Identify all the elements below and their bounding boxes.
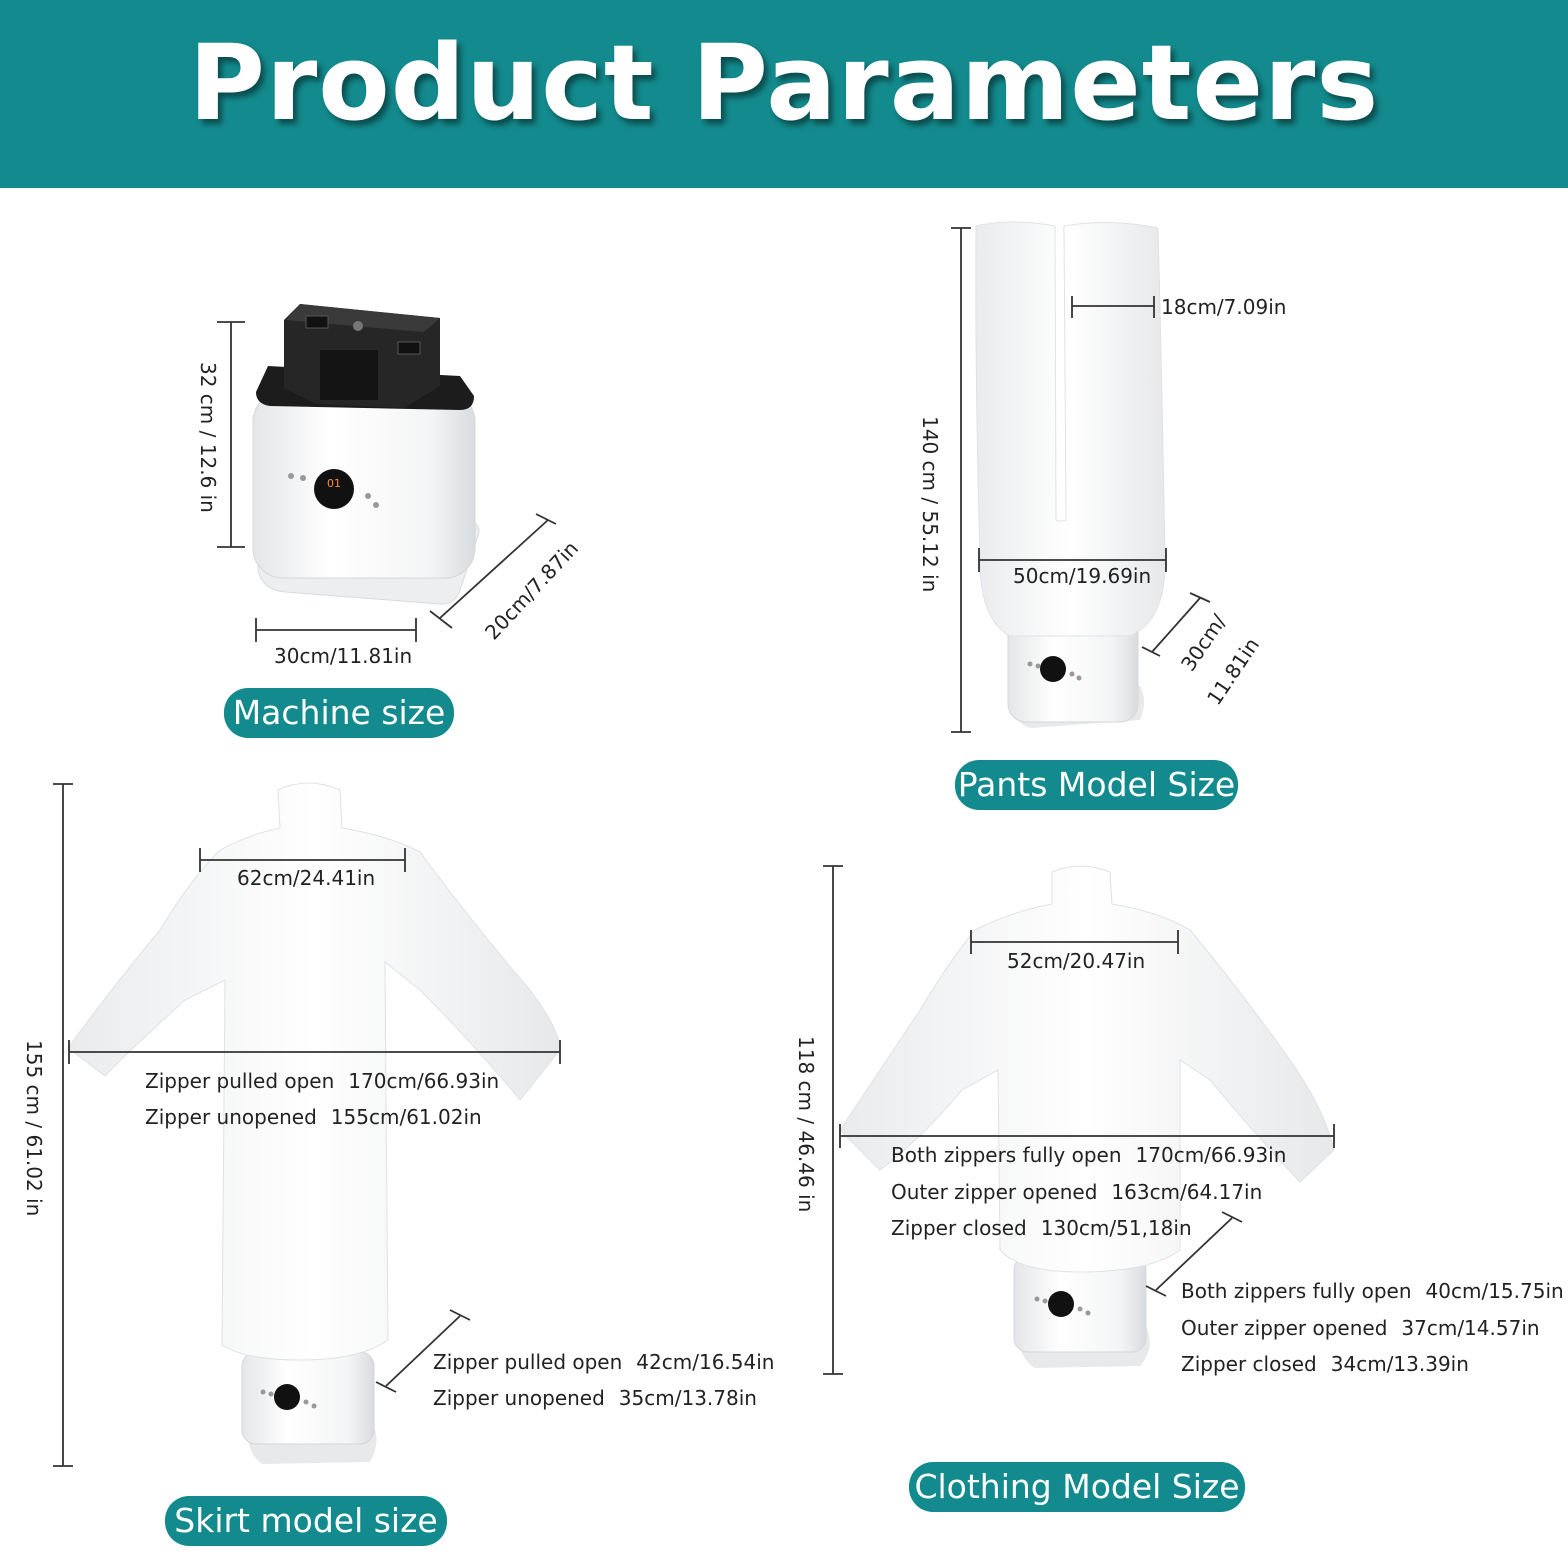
page-title: Product Parameters xyxy=(188,22,1380,144)
skirt-size-badge: Skirt model size xyxy=(165,1496,447,1546)
clothing-shoulder-label: 52cm/20.47in xyxy=(1007,949,1146,973)
pants-dimension-lines xyxy=(951,227,1211,733)
skirt-shoulder-label: 62cm/24.41in xyxy=(237,866,376,890)
pants-illustration xyxy=(975,221,1166,728)
clothing-height-label: 118 cm / 46.46 in xyxy=(794,1036,818,1213)
svg-text:01: 01 xyxy=(327,477,341,490)
skirt-height-label: 155 cm / 61.02 in xyxy=(22,1040,46,1217)
pants-leg-width-label: 18cm/7.09in xyxy=(1161,295,1287,319)
machine-dimension-lines xyxy=(217,321,557,642)
machine-size-badge: Machine size xyxy=(224,688,454,738)
header-banner: Product Parameters xyxy=(0,0,1568,188)
pants-size-badge: Pants Model Size xyxy=(955,760,1238,810)
machine-width-label: 30cm/11.81in xyxy=(274,644,413,668)
skirt-dimension-lines xyxy=(53,783,561,1467)
clothing-size-badge: Clothing Model Size xyxy=(909,1462,1245,1512)
clothing-dimension-lines xyxy=(823,865,1335,1375)
skirt-illustration xyxy=(67,782,561,1464)
pants-body-width-label: 50cm/19.69in xyxy=(1013,564,1152,588)
pants-height-label: 140 cm / 55.12 in xyxy=(918,416,942,593)
machine-illustration: 01 xyxy=(252,304,480,605)
machine-height-label: 32 cm / 12.6 in xyxy=(196,362,220,513)
clothing-illustration xyxy=(839,865,1335,1368)
